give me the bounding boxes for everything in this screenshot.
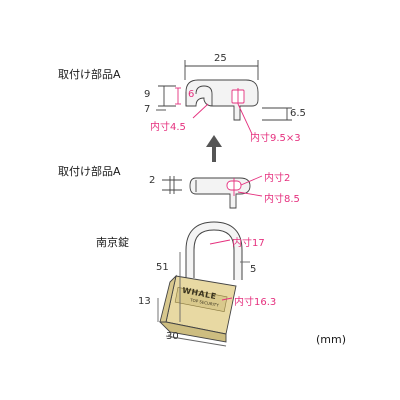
dim-width: 25 xyxy=(214,53,227,64)
part-a-title-bottom: 取付け部品A xyxy=(58,165,121,178)
assembly-arrow xyxy=(206,135,222,162)
padlock-drawing xyxy=(157,221,250,347)
dim-lock-height: 51 xyxy=(156,262,169,273)
padlock-title: 南京錠 xyxy=(96,236,129,249)
dim-thickness: 7 xyxy=(144,104,151,115)
part-a-bottom-drawing xyxy=(162,175,263,209)
dim-lock-inner-bottom: 内寸16.3 xyxy=(234,297,277,308)
dim-height: 9 xyxy=(144,89,151,100)
dim-leg: 6.5 xyxy=(290,108,306,119)
dim-inner-slot: 内寸9.5×3 xyxy=(250,133,301,144)
dim-lock-width: 30 xyxy=(166,331,179,342)
dim-lock-shackle: 5 xyxy=(250,264,257,275)
dim-lock-inner-top: 内寸17 xyxy=(232,238,265,249)
dim-lock-depth: 13 xyxy=(138,296,151,307)
part-a-title-top: 取付け部品A xyxy=(58,68,121,81)
unit-label: (mm) xyxy=(316,333,347,346)
dim-inner-2: 内寸2 xyxy=(264,173,291,184)
dim-inner-8-5: 内寸8.5 xyxy=(264,194,300,205)
dim-inner-left: 内寸4.5 xyxy=(150,122,186,133)
dim-bottom-thickness: 2 xyxy=(149,175,156,186)
part-a-top-drawing xyxy=(156,60,292,135)
dim-inner-height: 6 xyxy=(188,89,195,100)
